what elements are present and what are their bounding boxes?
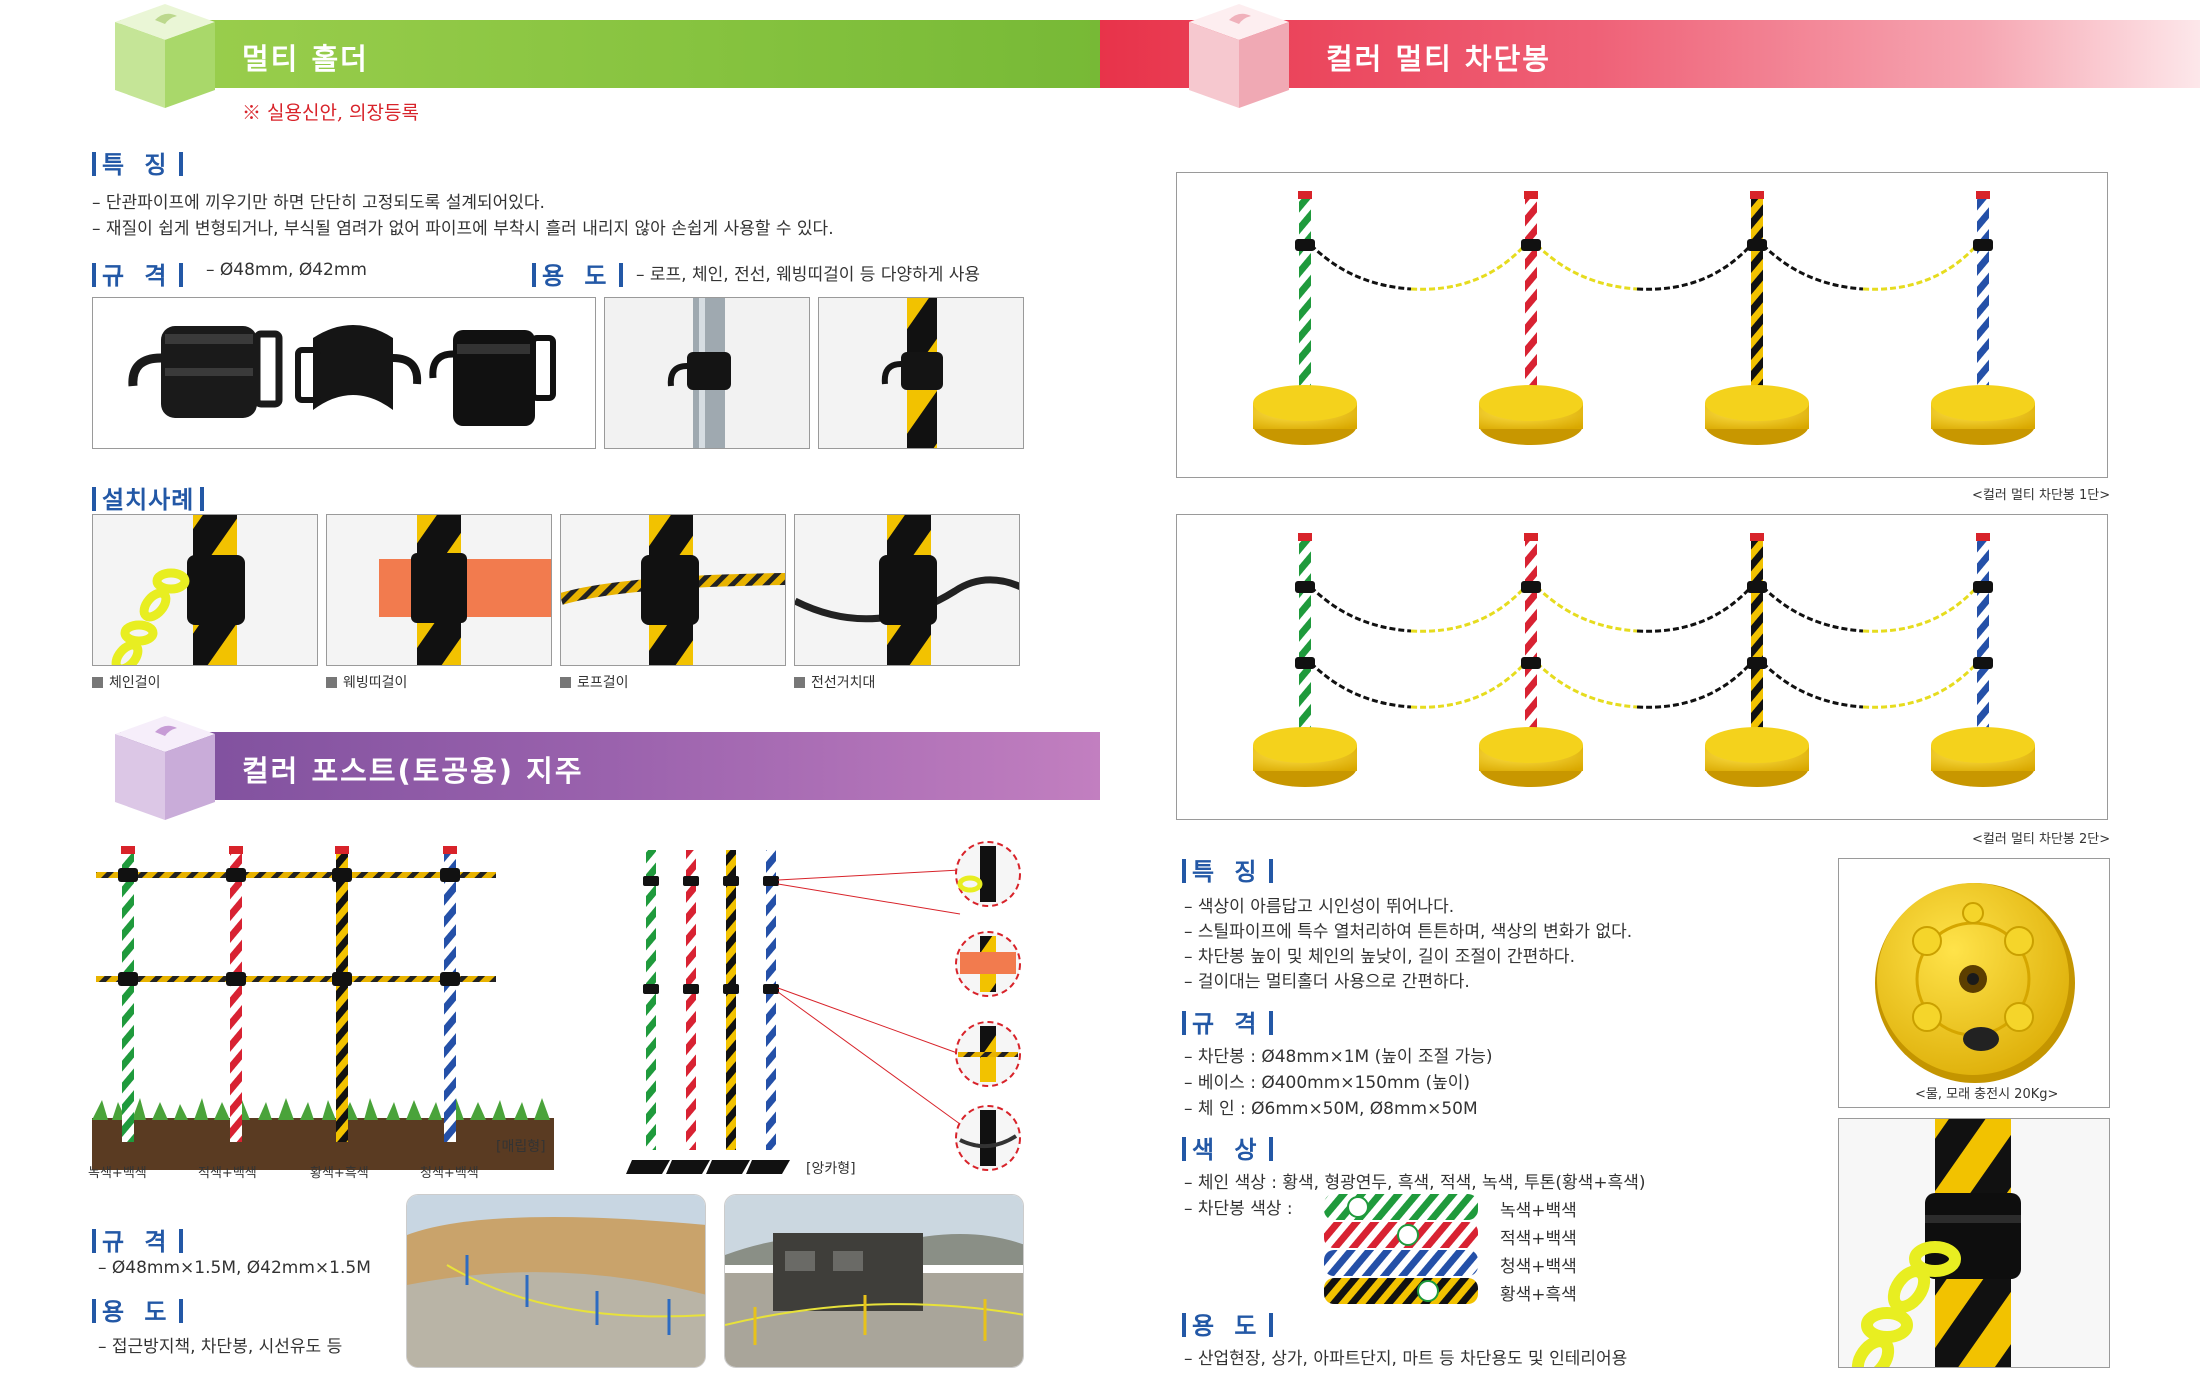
install-photo-webbing [326, 514, 552, 666]
barrier-1tier-photo [1176, 172, 2108, 478]
holder-closed-icon [128, 326, 283, 418]
detail-circle-webbing [955, 931, 1021, 997]
spec-right-1: – 차단봉 : Ø48mm×1M (높이 조절 가능) [1184, 1047, 1493, 1067]
feature-line-2: – 재질이 쉽게 변형되거나, 부식될 염려가 없어 파이프에 부착시 흘러 내… [92, 219, 834, 239]
post-color-blue: 청색+백색 [420, 1166, 479, 1181]
barrier-pole-yellow [1750, 191, 1764, 417]
banner-title-multi-holder: 멀티 홀더 [242, 42, 369, 76]
install-photo-chain [92, 514, 318, 666]
site-photo-container [724, 1194, 1024, 1368]
label-use-left: 용 도 [526, 256, 629, 291]
spec-right-3: – 체 인 : Ø6mm×50M, Ø8mm×50M [1184, 1099, 1478, 1119]
cube-logo-purple [115, 716, 215, 820]
use-text-right: – 산업현장, 상가, 아파트단지, 마트 등 차단용도 및 인테리어용 [1184, 1349, 1628, 1369]
holder-product-photo [92, 297, 596, 449]
use-text-left: – 로프, 체인, 전선, 웨빙띠걸이 등 다양하게 사용 [636, 265, 981, 285]
install-caption-rope: 로프걸이 [560, 672, 629, 692]
barrier-pole-green [1298, 191, 1312, 417]
feature-right-1: – 색상이 아름답고 시인성이 뛰어나다. [1184, 897, 1455, 917]
banner-color-post [120, 732, 1100, 800]
install-photo-rope [560, 514, 786, 666]
holder-closeup-photo [1838, 1118, 2110, 1368]
banner-multi-holder [120, 20, 1100, 88]
detail-circle-chain [955, 841, 1021, 907]
feature-right-3: – 차단봉 높이 및 체인의 높낮이, 길이 조절이 간편하다. [1184, 947, 1575, 967]
caption-base: <물, 모래 충전시 20Kg> [1915, 1087, 2059, 1102]
anchor-posts-illustration [626, 841, 1021, 1174]
post-use-text: – 접근방지책, 차단봉, 시선유도 등 [98, 1337, 343, 1357]
holder-on-pipe-photo [604, 297, 810, 449]
banner-title-color-multi-barrier: 컬러 멀티 차단봉 [1326, 42, 1551, 76]
holder-side-icon [429, 330, 556, 426]
barrier-2tier-photo [1176, 514, 2108, 820]
base-photo: <물, 모래 충전시 20Kg> [1838, 858, 2110, 1108]
label-post-use: 용 도 [86, 1292, 189, 1327]
label-install: 설치사례 [86, 480, 210, 515]
detail-circle-rope [955, 1021, 1021, 1087]
feature-right-2: – 스틸파이프에 특수 열처리하여 튼튼하며, 색상의 변화가 없다. [1184, 922, 1633, 942]
pole-colors-label: – 차단봉 색상 : [1184, 1199, 1293, 1219]
caption-barrier-1tier: <컬러 멀티 차단봉 1단> [1972, 488, 2111, 503]
label-features-left: 특 징 [86, 145, 189, 180]
barrier-bases [1253, 385, 2035, 445]
install-caption-chain: 체인걸이 [92, 672, 161, 692]
buried-posts-illustration [92, 846, 554, 1170]
detail-circle-cable [955, 1105, 1021, 1171]
barrier-pole-blue [1976, 191, 1990, 417]
chain-colors-text: – 체인 색상 : 황색, 형광연두, 흑색, 적색, 녹색, 투톤(황색+흑색… [1184, 1173, 1646, 1193]
pole-color-blue: 청색+백색 [1500, 1257, 1577, 1277]
label-spec-left: 규 격 [86, 256, 189, 291]
site-photo-slope [406, 1194, 706, 1368]
label-color: 색 상 [1176, 1130, 1279, 1165]
barrier-pole-red [1524, 191, 1538, 417]
holder-open-icon [295, 325, 422, 410]
post-color-yellow: 황색+흑색 [310, 1166, 369, 1181]
post-color-red: 적색+백색 [198, 1166, 257, 1181]
post-spec-text: – Ø48mm×1.5M, Ø42mm×1.5M [98, 1258, 371, 1278]
post-color-green: 녹색+백색 [88, 1166, 147, 1181]
caption-barrier-2tier: <컬러 멀티 차단봉 2단> [1972, 832, 2111, 847]
label-spec-right: 규 격 [1176, 1004, 1279, 1039]
label-use-right: 용 도 [1176, 1306, 1279, 1341]
pole-color-swatches [1324, 1194, 1478, 1304]
install-photo-cable [794, 514, 1020, 666]
post-type-bury: [매립형] [496, 1139, 546, 1155]
label-post-spec: 규 격 [86, 1222, 189, 1257]
pole-color-red: 적색+백색 [1500, 1229, 1577, 1249]
spec-right-2: – 베이스 : Ø400mm×150mm (높이) [1184, 1073, 1471, 1093]
cube-logo-green [115, 4, 215, 108]
label-features-right: 특 징 [1176, 852, 1279, 887]
feature-right-4: – 걸이대는 멀티홀더 사용으로 간편하다. [1184, 972, 1470, 992]
pole-color-green: 녹색+백색 [1500, 1201, 1577, 1221]
banner-title-color-post: 컬러 포스트(토공용) 지주 [242, 754, 584, 788]
patent-note: ※ 실용신안, 의장등록 [242, 102, 419, 124]
cube-logo-pink [1189, 4, 1289, 108]
holder-on-post-photo [818, 297, 1024, 449]
install-caption-cable: 전선거치대 [794, 672, 875, 692]
spec-text-left: – Ø48mm, Ø42mm [206, 260, 367, 280]
install-caption-webbing: 웨빙띠걸이 [326, 672, 407, 692]
pole-color-yellow: 황색+흑색 [1500, 1285, 1577, 1305]
feature-line-1: – 단관파이프에 끼우기만 하면 단단히 고정되도록 설계되어있다. [92, 193, 545, 213]
post-type-anchor: [앙카형] [806, 1161, 856, 1177]
